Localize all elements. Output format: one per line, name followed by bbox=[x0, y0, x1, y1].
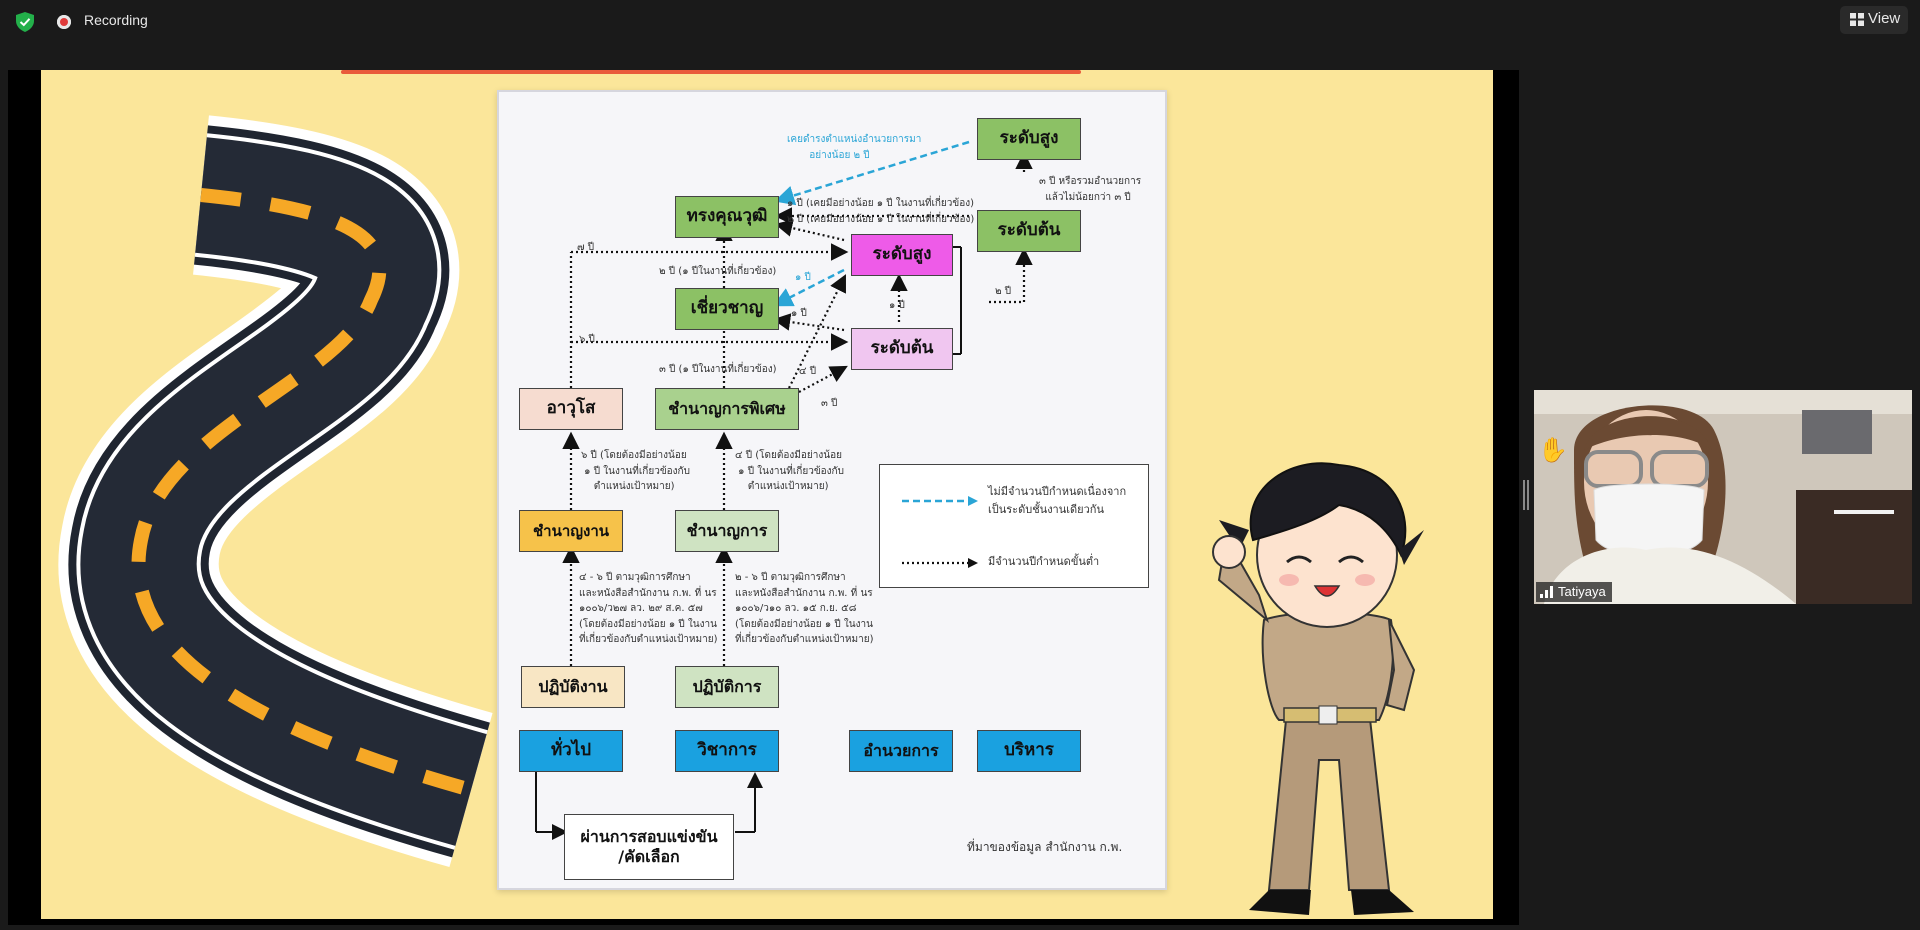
exam-box: ผ่านการสอบแข่งขัน /คัดเลือก bbox=[564, 814, 734, 880]
general-box: ทั่วไป bbox=[519, 730, 623, 772]
shield-check-icon[interactable] bbox=[14, 11, 36, 33]
note-one-year-expert: ๑ ปี bbox=[791, 308, 807, 319]
participant-name-tag: Tatiyaya bbox=[1536, 582, 1612, 602]
view-button[interactable]: View bbox=[1840, 6, 1908, 34]
note-cyan-top: เคยดำรงตำแหน่งอำนวยการมา อย่างน้อย ๒ ปี bbox=[787, 134, 922, 161]
note-expert-line2: ๒ ปี (เคยมีอย่างน้อย ๑ ปี ในงานที่เกี่ยว… bbox=[787, 214, 975, 225]
expert-box: เชี่ยวชาญ bbox=[675, 288, 779, 330]
exam-box-line2: /คัดเลือก bbox=[618, 847, 680, 866]
note-senior-prof-req: ๔ ปี (โดยต้องมีอย่างน้อย ๑ ปี ในงานที่เก… bbox=[735, 450, 844, 492]
shared-screen[interactable]: ระดับสูง ระดับต้น ทรงคุณวุฒิ ระดับสูง เช… bbox=[8, 70, 1519, 925]
legend-dotted-arrow bbox=[902, 558, 978, 568]
civil-servant-mascot-illustration bbox=[1212, 462, 1424, 915]
signal-bars-icon bbox=[1540, 586, 1553, 598]
note-two-years-related: ๒ ปี (๑ ปีในงานที่เกี่ยวข้อง) bbox=[659, 266, 777, 277]
recording-label: Recording bbox=[84, 12, 148, 28]
grid-view-icon bbox=[1850, 13, 1864, 26]
presentation-slide: ระดับสูง ระดับต้น ทรงคุณวุฒิ ระดับสูง เช… bbox=[41, 70, 1493, 919]
note-one-year-mid: ๑ ปี bbox=[889, 300, 905, 311]
senior-prof-box: ชำนาญการพิเศษ bbox=[655, 388, 799, 430]
raised-hand-icon: ✋ bbox=[1538, 436, 1568, 464]
academic-box: วิชาการ bbox=[675, 730, 779, 772]
road-illustration bbox=[58, 115, 493, 868]
note-three-years: ๓ ปี bbox=[821, 398, 838, 409]
note-three-years-related: ๓ ปี (๑ ปีในงานที่เกี่ยวข้อง) bbox=[659, 364, 777, 375]
record-icon bbox=[57, 15, 71, 29]
note-expert-line1: ๑ ปี (เคยมีอย่างน้อย ๑ ปี ในงานที่เกี่ยว… bbox=[787, 198, 975, 209]
panel-resize-handle[interactable] bbox=[1523, 480, 1529, 510]
op-prof-box: ปฏิบัติการ bbox=[675, 666, 779, 708]
note-exec-years: ๓ ปี หรือรวมอำนวยการ แล้วไม่น้อยกว่า ๓ ป… bbox=[1039, 176, 1142, 203]
note-six-years: ๖ ปี bbox=[579, 334, 595, 345]
note-four-years: ๔ ปี bbox=[799, 366, 817, 377]
note-seven-years: ๗ ปี bbox=[577, 242, 595, 253]
participant-video-tile[interactable]: ✋ Tatiyaya bbox=[1534, 390, 1912, 604]
exec-entry-box: ระดับต้น bbox=[977, 210, 1081, 252]
director-entry-box: ระดับต้น bbox=[851, 328, 953, 370]
note-two-years-right: ๒ ปี bbox=[995, 286, 1012, 297]
note-senior-req: ๖ ปี (โดยต้องมีอย่างน้อย ๑ ปี ในงานที่เก… bbox=[581, 450, 690, 492]
exam-box-line1: ผ่านการสอบแข่งขัน bbox=[580, 827, 718, 846]
expert-top-box: ทรงคุณวุฒิ bbox=[675, 196, 779, 238]
director-type-box: อำนวยการ bbox=[849, 730, 953, 772]
op-staff-box: ปฏิบัติงาน bbox=[521, 666, 625, 708]
diagram-connectors bbox=[535, 140, 1033, 840]
note-exp-prof-req: ๒ - ๖ ปี ตามวุฒิการศึกษา และหนังสือสำนัก… bbox=[735, 572, 874, 645]
legend-dotted-text: มีจำนวนปีกำหนดขั้นต่ำ bbox=[988, 555, 1100, 568]
exec-high-box: ระดับสูง bbox=[977, 118, 1081, 160]
director-high-box: ระดับสูง bbox=[851, 234, 953, 276]
note-one-year-cyan: ๑ ปี bbox=[795, 272, 811, 283]
exp-staff-box: ชำนาญงาน bbox=[519, 510, 623, 552]
executive-type-box: บริหาร bbox=[977, 730, 1081, 772]
senior-staff-box: อาวุโส bbox=[519, 388, 623, 430]
legend-dashed-text: ไม่มีจำนวนปีกำหนดเนื่องจาก เป็นระดับชั้น… bbox=[988, 485, 1127, 516]
legend-dashed-arrow bbox=[902, 496, 978, 506]
source-credit: ที่มาของข้อมูล สำนักงาน ก.พ. bbox=[967, 840, 1123, 854]
view-label: View bbox=[1868, 10, 1901, 27]
exp-prof-box: ชำนาญการ bbox=[675, 510, 779, 552]
meeting-top-bar: Recording View bbox=[0, 0, 1920, 44]
participant-name: Tatiyaya bbox=[1558, 584, 1606, 599]
diagram-legend: ไม่มีจำนวนปีกำหนดเนื่องจาก เป็นระดับชั้น… bbox=[879, 464, 1149, 588]
note-exp-staff-req: ๔ - ๖ ปี ตามวุฒิการศึกษา และหนังสือสำนัก… bbox=[579, 572, 718, 645]
participant-video-frame bbox=[1534, 390, 1912, 604]
slide-top-decoration bbox=[341, 70, 1081, 74]
career-path-diagram: ระดับสูง ระดับต้น ทรงคุณวุฒิ ระดับสูง เช… bbox=[497, 90, 1167, 890]
